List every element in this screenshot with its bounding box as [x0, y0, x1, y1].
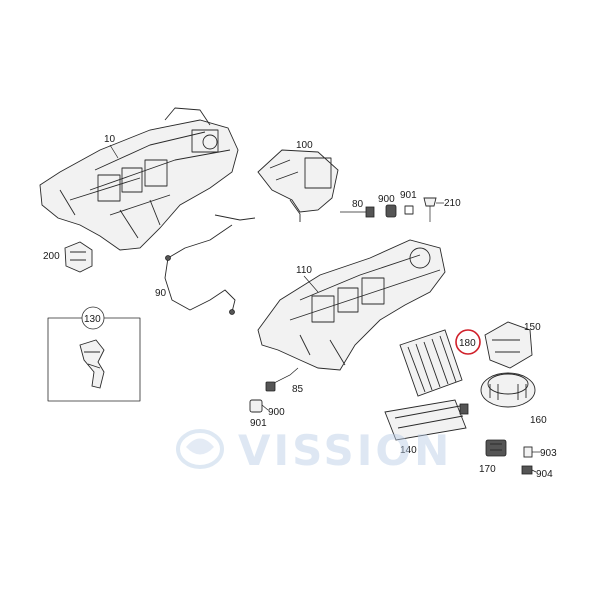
- callout-200: 200: [43, 251, 60, 262]
- leader-110: [303, 275, 319, 293]
- part-180-cabin-filter: [399, 329, 463, 397]
- callout-150: 150: [524, 322, 541, 333]
- part-90-wiring-harness: [164, 214, 256, 315]
- part-10-hvac-housing: [39, 107, 239, 251]
- watermark-text: VISSION: [238, 426, 452, 475]
- callout-85: 85: [292, 384, 304, 395]
- callout-903: 903: [540, 448, 557, 459]
- callout-160: 160: [530, 415, 547, 426]
- callout-180-highlight-circle: [455, 329, 481, 355]
- callout-130: 130: [84, 314, 101, 325]
- leader-10: [109, 144, 119, 159]
- part-110-hvac-housing: [257, 239, 446, 371]
- vission-watermark: VISSION: [176, 426, 452, 475]
- part-160-blower-motor: [480, 372, 536, 408]
- part-85-sensor: [265, 367, 299, 392]
- callout-180: 180: [459, 338, 476, 349]
- callout-130-circle: [81, 306, 105, 330]
- callout-901-top: 901: [400, 190, 417, 201]
- part-100-bracket: [257, 149, 339, 222]
- callout-210: 210: [444, 198, 461, 209]
- callout-110: 110: [296, 265, 312, 276]
- part-200-module: [64, 241, 93, 273]
- callout-10: 10: [104, 134, 116, 145]
- callout-140: 140: [400, 445, 417, 456]
- callout-100: 100: [296, 140, 313, 151]
- callout-900-top: 900: [378, 194, 395, 205]
- part-150-blower-cover: [484, 321, 533, 369]
- part-210-screw: [423, 197, 444, 222]
- callout-90: 90: [155, 288, 167, 299]
- part-140-cover: [384, 399, 469, 441]
- part-900-clip-top: [385, 204, 414, 218]
- callout-80: 80: [352, 199, 364, 210]
- part-170-resistor: [485, 439, 507, 457]
- part-900-clip-bottom: [249, 399, 269, 413]
- part-130-detail-box: [47, 317, 141, 402]
- callout-900-bottom: 900: [268, 407, 285, 418]
- callout-170: 170: [479, 464, 496, 475]
- callout-901-bottom: 901: [250, 418, 267, 429]
- part-903-904-fasteners: [521, 446, 540, 475]
- part-80-sensor: [340, 206, 375, 218]
- callout-904: 904: [536, 469, 553, 480]
